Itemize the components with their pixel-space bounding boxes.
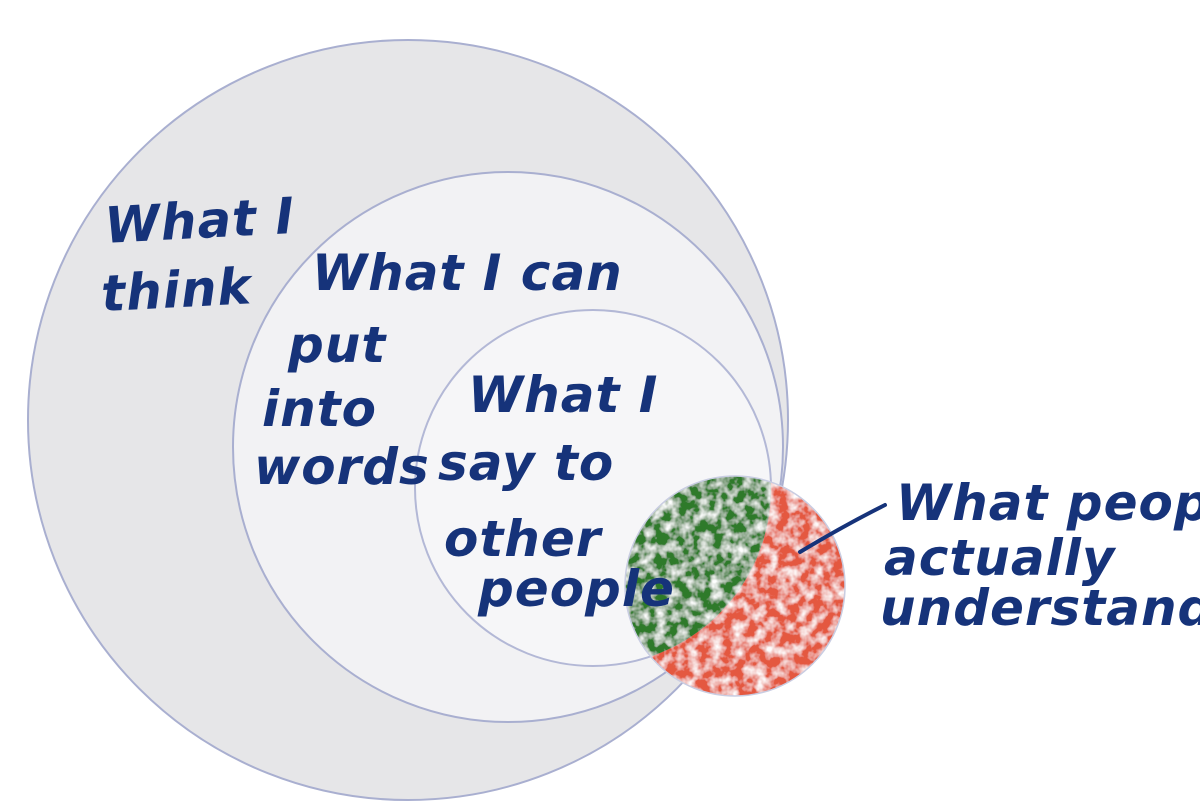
understand-label: What people actually understand [880,474,1200,637]
understood-overlap-region [625,476,771,666]
understand-pointer-line [798,503,887,554]
say-label: What I say to other people [438,366,677,618]
words-label: What I can put into words [254,244,641,496]
understand-circle-outline [624,475,846,697]
think-label: What I think [96,186,318,323]
